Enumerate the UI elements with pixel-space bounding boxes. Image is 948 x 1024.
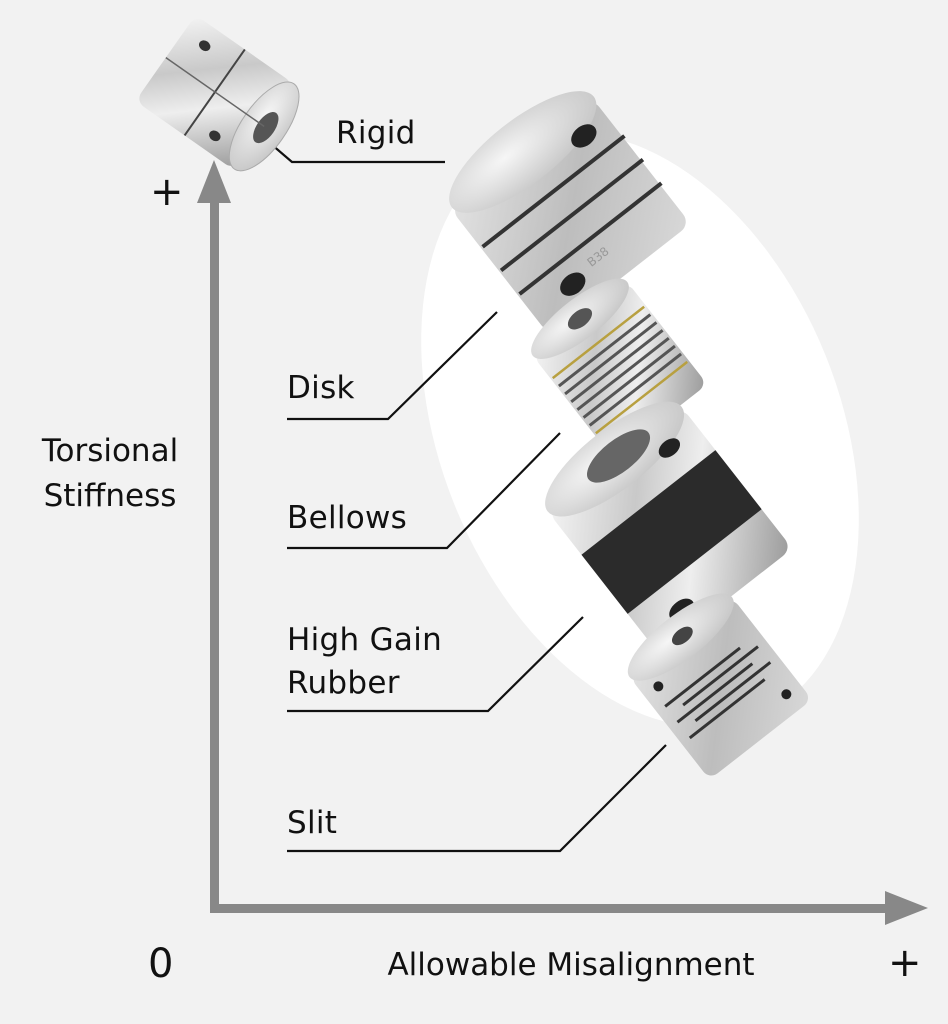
leader-line-bellows — [287, 432, 561, 550]
label-rubber-line1: High Gain — [287, 622, 443, 658]
y-axis-label-line2: Stiffness — [43, 478, 177, 514]
label-slit: Slit — [287, 805, 338, 841]
y-axis-label-line1: Torsional — [41, 433, 179, 469]
leader-line-disk — [287, 311, 498, 421]
label-rubber-line2: Rubber — [287, 665, 400, 701]
label-disk: Disk — [287, 370, 355, 406]
y-axis-plus-sign: + — [150, 169, 184, 215]
label-bellows: Bellows — [287, 500, 408, 536]
x-axis — [210, 891, 928, 925]
disk-coupling-icon: B38 — [449, 91, 686, 330]
slit-coupling-icon — [627, 593, 809, 776]
y-axis — [197, 160, 231, 913]
leader-line-rubber — [287, 616, 584, 713]
label-rigid: Rigid — [336, 115, 416, 151]
x-axis-label: Allowable Misalignment — [387, 947, 755, 983]
leader-line-slit — [287, 744, 667, 853]
x-axis-plus-sign: + — [888, 940, 922, 986]
rubber-coupling-icon — [545, 401, 788, 649]
y-axis-arrowhead — [197, 160, 231, 203]
rigid-coupling-icon — [139, 18, 300, 172]
x-axis-arrowhead — [885, 891, 928, 925]
origin-label: 0 — [148, 941, 174, 987]
